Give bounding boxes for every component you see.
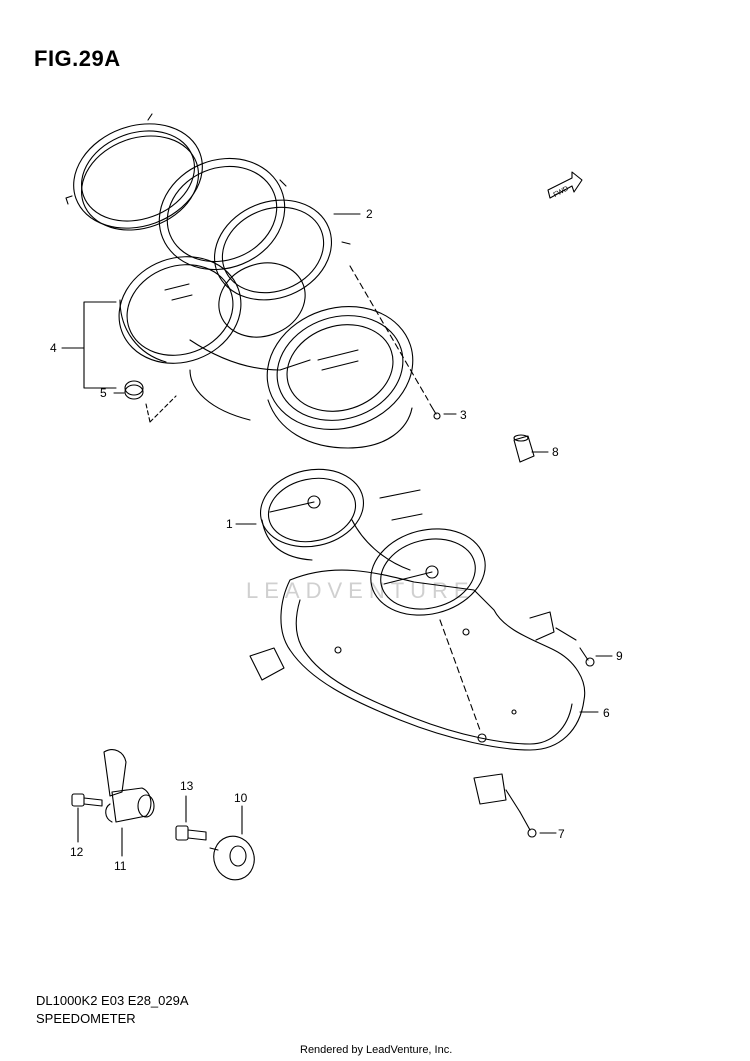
callout-13: 13	[180, 779, 194, 793]
speedometer-gauge-part-1	[259, 468, 486, 616]
screw-part-3	[429, 403, 441, 420]
screw-part-9	[579, 647, 595, 667]
bolt-part-12	[71, 793, 103, 807]
callout-9: 9	[616, 649, 623, 663]
callout-12: 12	[70, 845, 84, 859]
middle-ring-cover	[158, 157, 287, 271]
grommet-part-5	[124, 380, 144, 400]
outer-bezel-ring	[65, 113, 203, 231]
meter-case-part-6	[249, 569, 586, 805]
screw-part-7	[519, 811, 537, 838]
diagram-code: DL1000K2 E03 E28_029A	[36, 993, 189, 1008]
callout-4: 4	[50, 341, 57, 355]
speed-sensor-part-11	[103, 749, 155, 823]
callout-8: 8	[552, 445, 559, 459]
figure-title: FIG.29A	[34, 46, 121, 71]
diagram-name: SPEEDOMETER	[36, 1011, 136, 1026]
cap-part-8	[513, 434, 535, 463]
callout-10: 10	[234, 791, 248, 805]
ring-part-2	[213, 199, 351, 301]
meter-case-cover-assembly	[118, 256, 414, 449]
watermark-text: LEADVENTURE	[246, 578, 475, 603]
callout-7: 7	[558, 827, 565, 841]
bolt-part-13	[175, 825, 207, 841]
callout-5: 5	[100, 386, 107, 400]
callout-2: 2	[366, 207, 373, 221]
rotor-part-10	[209, 835, 255, 881]
rendered-credit: Rendered by LeadVenture, Inc.	[300, 1044, 453, 1056]
callout-11: 11	[114, 859, 127, 873]
callout-3: 3	[460, 408, 467, 422]
callout-6: 6	[603, 706, 610, 720]
callout-1: 1	[226, 517, 233, 531]
fwd-arrow-icon: FWD	[547, 171, 583, 199]
